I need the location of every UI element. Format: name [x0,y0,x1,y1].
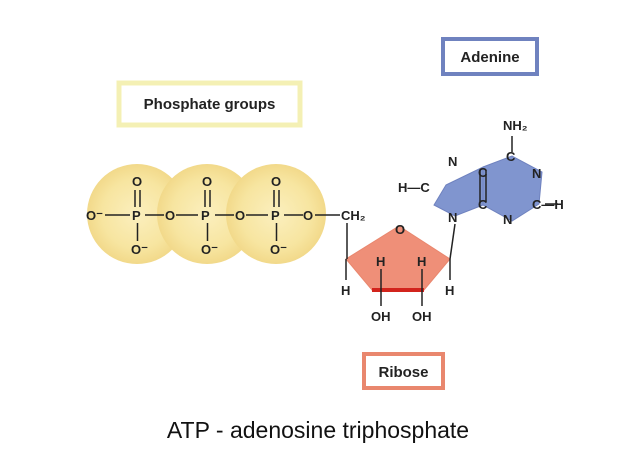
adenine-atoms: NH₂ C N C N H—C C C—H N N [398,118,564,227]
atom-n-right: N [532,166,541,181]
label-adenine-text: Adenine [460,49,519,66]
phosphate-sphere-2 [157,164,257,264]
atom-o-bridge-3: O [303,208,313,223]
atom-h-ribose-2: H [417,254,426,269]
atom-c-fused-bottom: C [478,197,488,212]
label-adenine: Adenine [441,37,539,76]
atom-n-bottom: N [503,212,512,227]
atom-p-1: P [132,208,141,223]
atom-c-fused-top: C [478,165,488,180]
label-phosphate-groups-text: Phosphate groups [144,96,276,113]
atom-h-ribose-left: H [341,283,350,298]
label-phosphate-groups: Phosphate groups [116,80,303,128]
atom-h-ribose-right: H [445,283,454,298]
atom-o-minus-bottom-3: O⁻ [270,242,287,257]
atom-o-minus-bottom-2: O⁻ [201,242,218,257]
atom-c-amino: C [506,149,516,164]
phosphate-atoms: O⁻ P O P O P O CH₂ O O O O⁻ O⁻ O⁻ [86,174,366,257]
atom-p-2: P [201,208,210,223]
label-ribose-text: Ribose [378,364,428,381]
atom-oh-2: OH [412,309,432,324]
atom-h-c-left: H—C [398,180,430,195]
atom-ch2: CH₂ [341,208,366,223]
atom-o-top-2: O [202,174,212,189]
phosphate-spheres [87,164,326,264]
phosphate-sphere-1 [87,164,187,264]
adenine-bonds [479,136,558,205]
atom-o-minus-bottom-1: O⁻ [131,242,148,257]
atom-n-top-left: N [448,154,457,169]
phosphate-bonds [105,190,340,241]
atom-o-top-3: O [271,174,281,189]
label-ribose: Ribose [362,352,445,390]
atom-o-minus-terminal: O⁻ [86,208,103,223]
atom-o-ring: O [395,222,405,237]
atom-c-h-right: C—H [532,197,564,212]
atom-oh-1: OH [371,309,391,324]
atom-o-bridge-1: O [165,208,175,223]
atom-nh2: NH₂ [503,118,528,133]
atom-n-glycosidic: N [448,210,457,225]
adenine-rings [433,155,543,222]
phosphate-sphere-3 [226,164,326,264]
ribose-bonds [345,223,456,306]
caption: ATP - adenosine triphosphate [167,417,469,443]
adenine-six-ring [482,155,543,222]
atom-h-ribose-1: H [376,254,385,269]
adenine-five-ring [433,166,484,217]
atom-o-bridge-2: O [235,208,245,223]
ribose-atoms: O H H H H OH OH [341,222,454,324]
atom-o-top-1: O [132,174,142,189]
atom-p-3: P [271,208,280,223]
